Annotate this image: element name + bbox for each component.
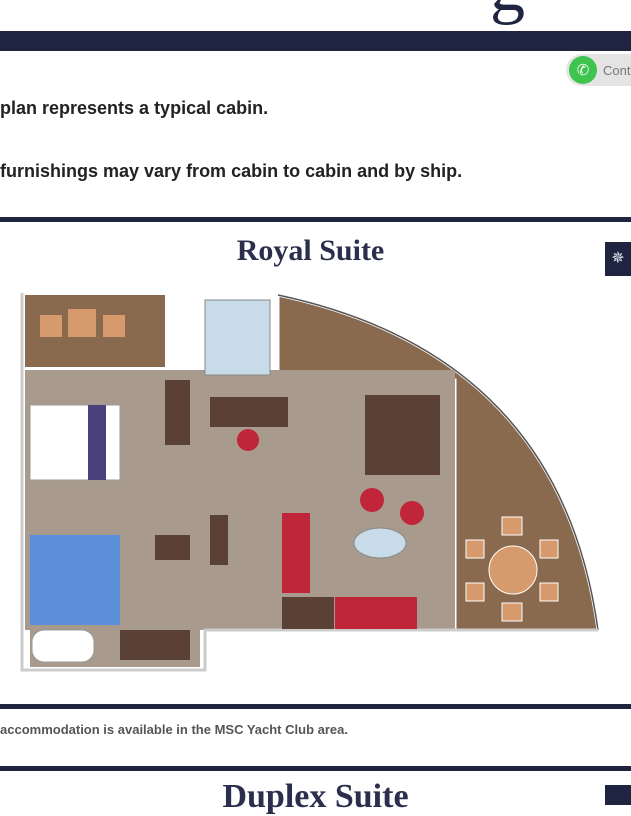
msc-yacht-club-icon: ✵ (605, 242, 631, 276)
divider (0, 217, 631, 222)
note-line-1: plan represents a typical cabin. (0, 98, 269, 118)
msc-yacht-club-icon (605, 785, 631, 805)
note-line-2: furnishings may vary from cabin to cabin… (0, 161, 463, 181)
divider (0, 766, 631, 771)
divider (0, 704, 631, 709)
whatsapp-icon: ✆ (569, 56, 597, 84)
site-logo[interactable]: g (490, 0, 525, 28)
floorplan-image (20, 293, 600, 672)
navigation-bar (0, 31, 631, 51)
next-floorplan-title: Duplex Suite (222, 778, 409, 815)
whatsapp-contact-button[interactable]: ✆ Cont (566, 54, 631, 86)
furniture (29, 309, 559, 663)
footnote: accommodation is available in the MSC Ya… (0, 722, 348, 737)
floorplan-title: Royal Suite (236, 234, 385, 267)
whatsapp-label: Cont (603, 62, 631, 78)
